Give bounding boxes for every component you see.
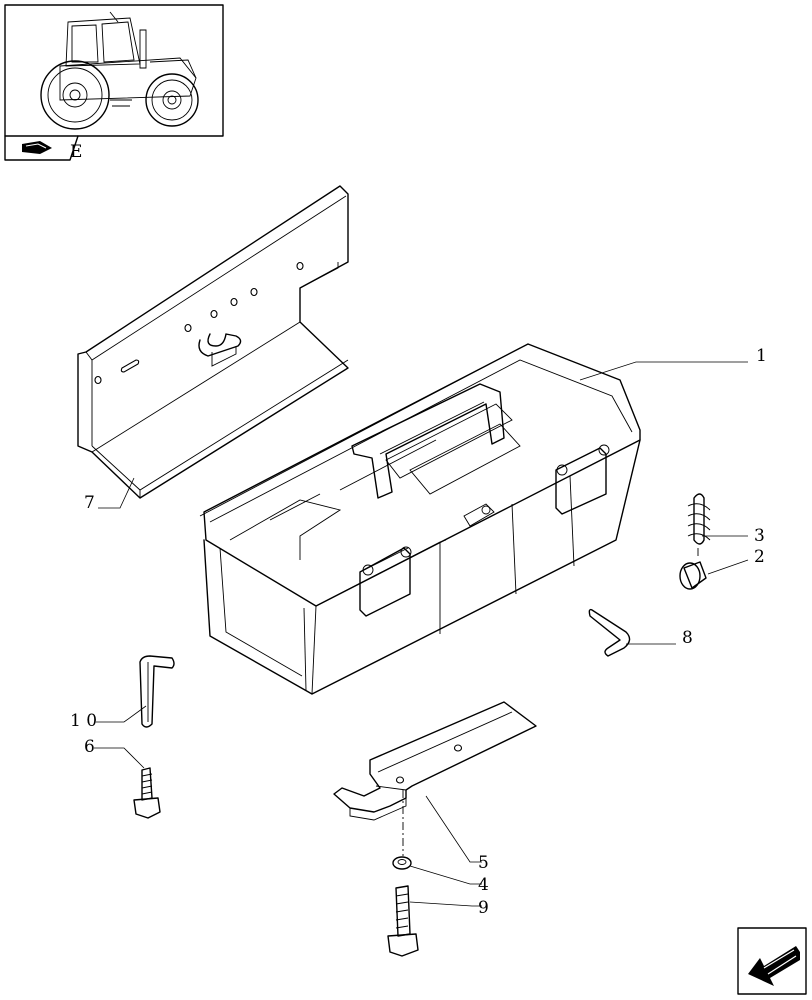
part-5-mount-bracket xyxy=(333,701,537,821)
callout-5: 5 xyxy=(478,853,489,873)
book-icon xyxy=(22,141,52,154)
part-3-spring-pin xyxy=(687,493,711,556)
callout-1: 1 xyxy=(756,346,767,366)
part-10-hex-key xyxy=(139,655,175,728)
part-8-l-key xyxy=(588,608,631,657)
callout-10: 1 0 xyxy=(70,711,97,731)
part-7-bracket xyxy=(77,185,349,499)
part-6-bolt xyxy=(133,767,161,819)
part-4-washer xyxy=(392,856,412,870)
callout-2: 2 xyxy=(754,547,765,567)
inset-label: E xyxy=(70,142,82,162)
inset-tab: E xyxy=(4,135,82,162)
part-1-toolbox xyxy=(199,343,641,695)
callout-4: 4 xyxy=(478,875,489,895)
nav-arrow-icon[interactable] xyxy=(737,927,807,995)
callout-6: 6 xyxy=(84,737,95,757)
callout-8: 8 xyxy=(682,628,693,648)
leader-lines xyxy=(94,361,749,907)
part-9-bolt xyxy=(387,885,419,957)
part-2-cap xyxy=(679,561,707,590)
callout-7: 7 xyxy=(84,493,95,513)
callout-3: 3 xyxy=(754,526,765,546)
tractor-thumbnail-icon xyxy=(4,4,224,137)
callout-9: 9 xyxy=(478,898,489,918)
